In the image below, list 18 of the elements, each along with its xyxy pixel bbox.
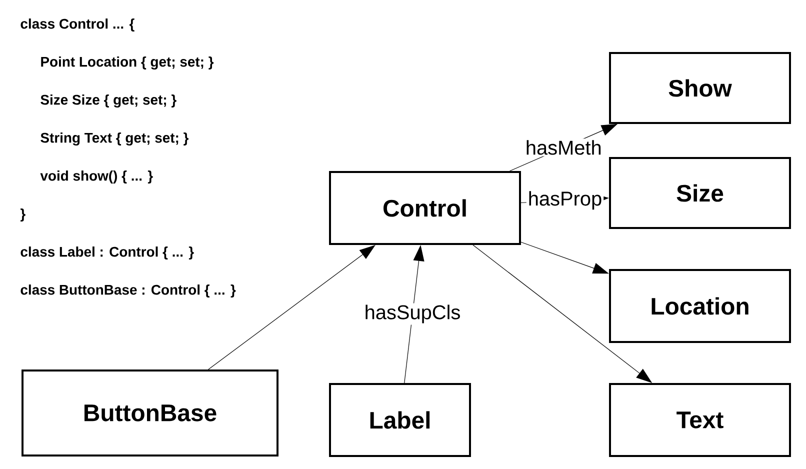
arrow xyxy=(208,245,376,370)
edge-label: hasSupCls xyxy=(362,303,462,325)
code-line: } xyxy=(20,208,26,222)
code-line: class ButtonBase : Control { ... } xyxy=(20,284,236,298)
code-line: Size Size { get; set; } xyxy=(40,94,176,108)
class-box: Label xyxy=(329,383,471,457)
class-box: Text xyxy=(609,383,791,457)
class-box: Control xyxy=(329,171,521,245)
class-box: ButtonBase xyxy=(22,370,278,456)
class-box: Location xyxy=(609,269,791,343)
class-box: Show xyxy=(609,52,791,124)
code-line: class Control ... { xyxy=(20,18,134,32)
class-box: Size xyxy=(609,157,791,229)
code-line: class Label : Control { ... } xyxy=(20,246,194,260)
code-line: Point Location { get; set; } xyxy=(41,56,214,70)
edge-label: hasMeth xyxy=(524,138,604,156)
code-line: void show() { ... } xyxy=(40,170,153,184)
code-line: String Text { get; set; } xyxy=(40,132,189,146)
